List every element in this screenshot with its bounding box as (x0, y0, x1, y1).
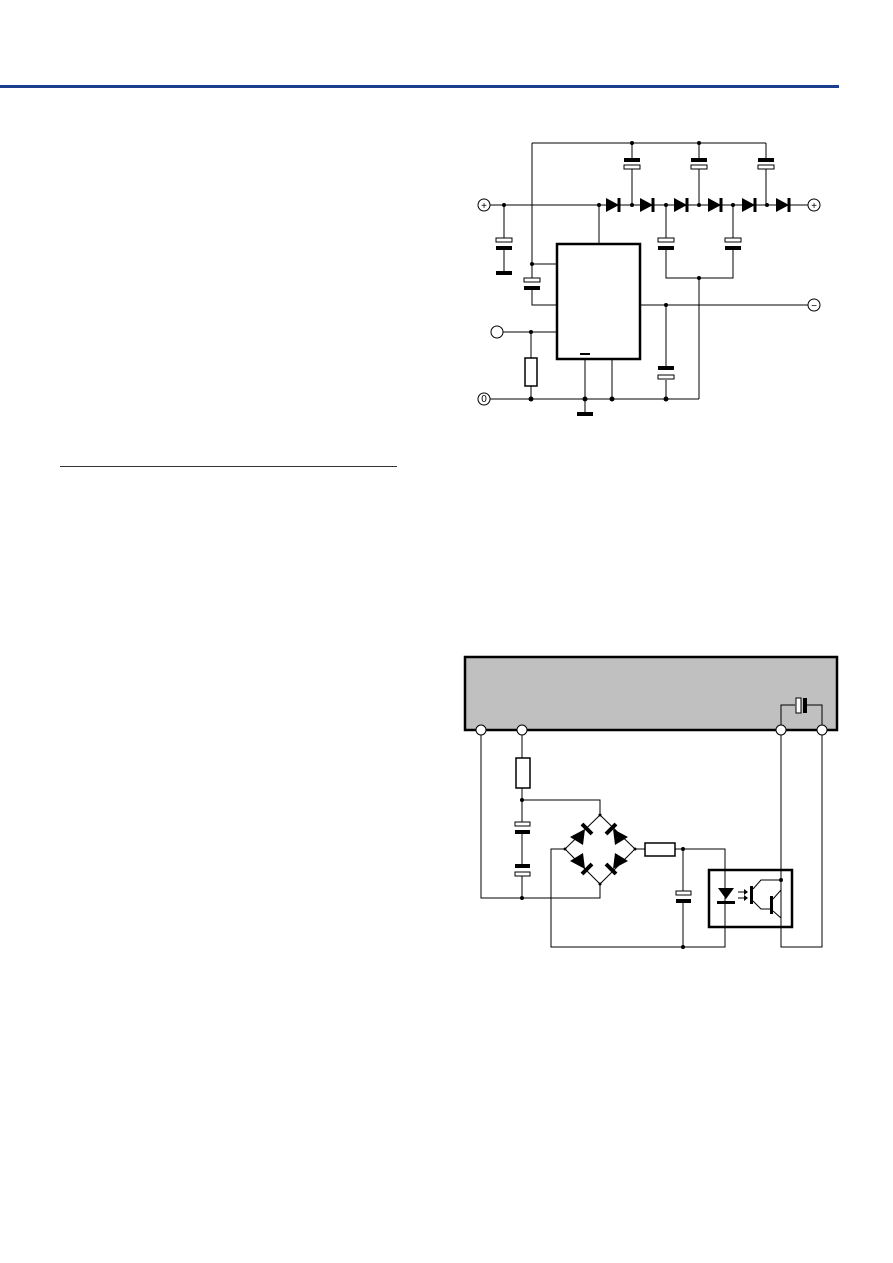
module-terminal-2 (516, 724, 528, 736)
bridge-rectifier (570, 822, 628, 876)
zener-diode-chain (606, 198, 791, 212)
module-terminal-3 (775, 724, 787, 736)
module-box (463, 655, 839, 732)
terminal-plus-in: + (477, 198, 491, 212)
svg-text:0: 0 (481, 394, 487, 405)
terminal-plus-out: + (807, 198, 821, 212)
svg-text:+: + (811, 201, 817, 212)
header-rule (0, 85, 839, 88)
optocoupler (707, 868, 794, 929)
module-terminal-1 (475, 724, 487, 736)
svg-text:+: + (481, 201, 487, 212)
terminal-zero: 0 (477, 392, 491, 406)
terminal-input (490, 325, 504, 339)
module-terminal-4 (816, 724, 828, 736)
terminal-minus-out: − (807, 298, 821, 312)
svg-text:−: − (811, 301, 817, 312)
section-separator (60, 466, 397, 467)
